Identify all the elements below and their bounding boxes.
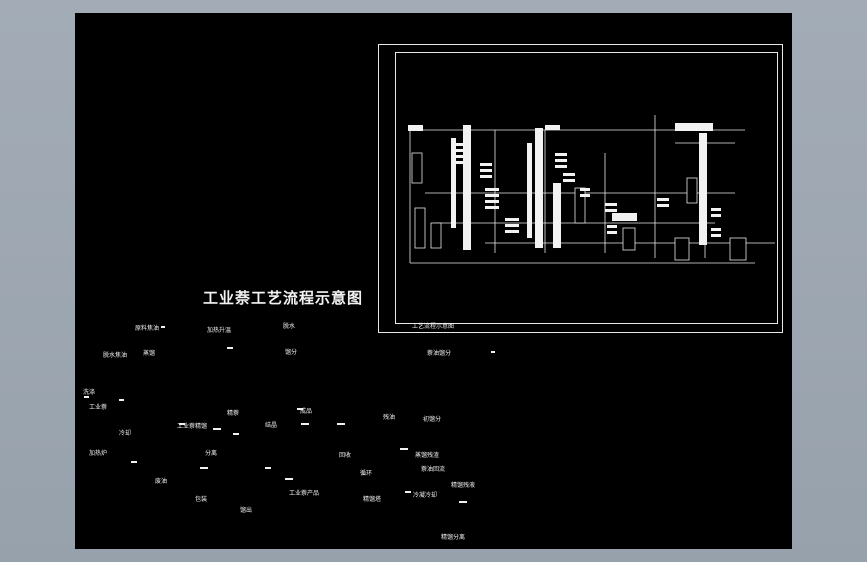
step-label: 分离 (205, 450, 218, 457)
step-label: 工业萘产品 (289, 490, 320, 497)
step-label: 脱水 (283, 323, 296, 330)
step-label: 萘油回流 (421, 466, 446, 473)
step-label: 冷却 (119, 430, 132, 437)
step-label: 精馏残液 (451, 482, 476, 489)
process-equipment-schematic (408, 115, 775, 264)
frame-title: 工艺流程示意图 (412, 323, 455, 330)
step-label: 结晶 (265, 422, 278, 429)
step-label: 蒸馏残渣 (415, 452, 440, 459)
step-label: 馏分 (285, 349, 298, 356)
step-label: 冷凝冷却 (413, 492, 438, 499)
flowchart-connectors (84, 326, 495, 503)
step-label: 初馏分 (423, 416, 442, 423)
step-label: 原料焦油 (135, 325, 160, 332)
step-label: 废油 (155, 478, 168, 485)
step-label: 工业萘 (89, 404, 108, 411)
flow-diagram-inner-frame (395, 52, 778, 324)
step-label: 萘油馏分 (427, 350, 452, 357)
step-label: 精馏塔 (363, 496, 382, 503)
step-label: 蒸馏 (143, 350, 156, 357)
step-label: 加热炉 (89, 450, 108, 457)
step-label: 洗涤 (83, 389, 96, 396)
step-label: 残油 (383, 414, 396, 421)
step-label: 成品 (300, 408, 313, 415)
step-label: 馏出 (240, 507, 253, 514)
step-label: 精馏分离 (441, 534, 466, 541)
step-label: 精萘 (227, 410, 240, 417)
step-label: 循环 (360, 470, 373, 477)
flow-diagram-frame (378, 44, 783, 333)
main-title: 工业萘工艺流程示意图 (203, 289, 364, 307)
drawing-canvas: 工艺流程示意图 (75, 13, 792, 549)
step-label: 工业萘精馏 (177, 423, 208, 430)
step-label: 包装 (195, 496, 208, 503)
step-label: 脱水焦油 (103, 352, 128, 359)
step-label: 加热升温 (207, 327, 232, 334)
step-label: 回收 (339, 452, 352, 459)
